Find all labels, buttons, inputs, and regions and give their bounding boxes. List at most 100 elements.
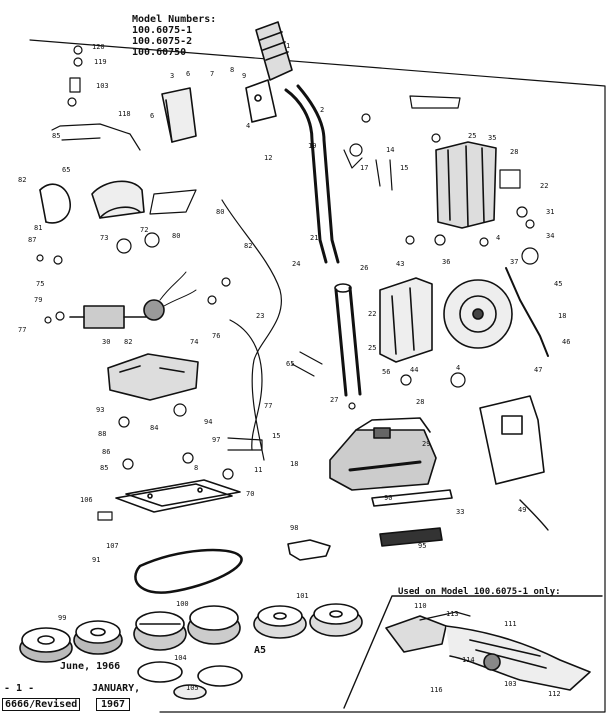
- svg-text:119: 119: [94, 58, 107, 66]
- svg-text:17: 17: [360, 164, 368, 172]
- svg-text:88: 88: [98, 430, 106, 438]
- switch-housing: [161, 87, 197, 143]
- svg-text:110: 110: [414, 602, 427, 610]
- svg-text:4: 4: [456, 364, 460, 372]
- svg-text:85: 85: [100, 464, 108, 472]
- revised-year: 1967: [96, 698, 131, 711]
- svg-text:12: 12: [264, 154, 272, 162]
- svg-text:87: 87: [28, 236, 36, 244]
- svg-text:104: 104: [174, 654, 187, 662]
- svg-text:18: 18: [558, 312, 566, 320]
- svg-text:46: 46: [562, 338, 570, 346]
- svg-text:77: 77: [18, 326, 26, 334]
- switch-plate: [245, 79, 277, 123]
- a5-mark: A5: [254, 645, 267, 656]
- bumper-ring: [134, 548, 243, 594]
- svg-text:23: 23: [256, 312, 264, 320]
- svg-text:94: 94: [204, 418, 212, 426]
- polish-pad-1: [253, 605, 307, 639]
- svg-text:4: 4: [246, 122, 250, 130]
- motor-armature: [69, 299, 165, 329]
- svg-text:28: 28: [510, 148, 518, 156]
- inset-frame: [343, 595, 603, 709]
- svg-text:106: 106: [80, 496, 93, 504]
- svg-text:101: 101: [296, 592, 309, 600]
- svg-text:77: 77: [264, 402, 272, 410]
- sheet-number: - 1 -: [4, 683, 35, 694]
- svg-text:73: 73: [100, 234, 108, 242]
- revised-month: JANUARY,: [92, 683, 141, 694]
- inset-note: Used on Model 100.6075-1 only:: [398, 587, 561, 597]
- svg-text:33: 33: [456, 508, 464, 516]
- handle-grip: [255, 21, 293, 81]
- svg-text:79: 79: [34, 296, 42, 304]
- bristle-strip: [371, 489, 453, 547]
- svg-text:86: 86: [102, 448, 110, 456]
- svg-text:3: 3: [170, 72, 174, 80]
- svg-text:29: 29: [422, 440, 430, 448]
- svg-text:56: 56: [382, 368, 390, 376]
- svg-text:2: 2: [320, 106, 324, 114]
- svg-text:118: 118: [118, 110, 131, 118]
- svg-text:19: 19: [308, 142, 316, 150]
- scrub-brush-2: [73, 620, 123, 655]
- svg-text:82: 82: [18, 176, 26, 184]
- accessory-bracket: [287, 539, 331, 561]
- svg-text:90: 90: [384, 494, 392, 502]
- svg-text:47: 47: [534, 366, 542, 374]
- original-date: June, 1966: [60, 661, 121, 672]
- svg-text:72: 72: [140, 226, 148, 234]
- svg-text:111: 111: [504, 620, 517, 628]
- svg-text:85: 85: [52, 132, 60, 140]
- svg-text:80: 80: [172, 232, 180, 240]
- svg-text:6: 6: [186, 70, 190, 78]
- svg-text:103: 103: [96, 82, 109, 90]
- svg-text:75: 75: [36, 280, 44, 288]
- felt-pads: [137, 661, 243, 700]
- revised-label: 6666/Revised: [2, 698, 81, 711]
- svg-text:22: 22: [368, 310, 376, 318]
- svg-text:93: 93: [96, 406, 104, 414]
- svg-text:25: 25: [468, 132, 476, 140]
- svg-text:22: 22: [540, 182, 548, 190]
- svg-text:9: 9: [242, 72, 246, 80]
- svg-text:31: 31: [546, 208, 554, 216]
- svg-text:114: 114: [462, 656, 475, 664]
- scrub-brush-1: [19, 627, 73, 663]
- svg-text:1: 1: [286, 42, 290, 50]
- svg-text:70: 70: [246, 490, 254, 498]
- svg-text:11: 11: [254, 466, 262, 474]
- svg-text:98: 98: [290, 524, 298, 532]
- sheet-border: [29, 39, 606, 713]
- inset-attachment: [385, 611, 591, 691]
- svg-text:45: 45: [554, 280, 562, 288]
- svg-text:43: 43: [396, 260, 404, 268]
- svg-text:74: 74: [190, 338, 198, 346]
- svg-text:49: 49: [518, 506, 526, 514]
- model-number-1: 100.6075-1: [132, 25, 193, 36]
- wax-brush-1: [133, 611, 187, 651]
- svg-text:120: 120: [92, 43, 105, 51]
- revision-footer: - 1 - JANUARY, 6666/Revised 1967: [0, 681, 160, 713]
- svg-text:25: 25: [368, 344, 376, 352]
- svg-text:84: 84: [150, 424, 158, 432]
- svg-text:97: 97: [212, 436, 220, 444]
- upper-wand: [284, 88, 328, 264]
- svg-text:8: 8: [194, 464, 198, 472]
- cord-reel: [443, 279, 513, 349]
- model-number-3: 100.60750: [132, 47, 187, 58]
- svg-text:116: 116: [430, 686, 443, 694]
- svg-text:99: 99: [58, 614, 66, 622]
- svg-text:65: 65: [286, 360, 294, 368]
- power-cord: [221, 199, 282, 461]
- svg-text:112: 112: [548, 690, 561, 698]
- floor-nozzle: [329, 417, 437, 491]
- bag-housing: [435, 141, 497, 229]
- svg-text:8: 8: [230, 66, 234, 74]
- svg-text:37: 37: [510, 258, 518, 266]
- svg-text:82: 82: [124, 338, 132, 346]
- svg-text:4: 4: [496, 234, 500, 242]
- svg-text:91: 91: [92, 556, 100, 564]
- svg-text:113: 113: [446, 610, 459, 618]
- motor-hood: [91, 180, 145, 219]
